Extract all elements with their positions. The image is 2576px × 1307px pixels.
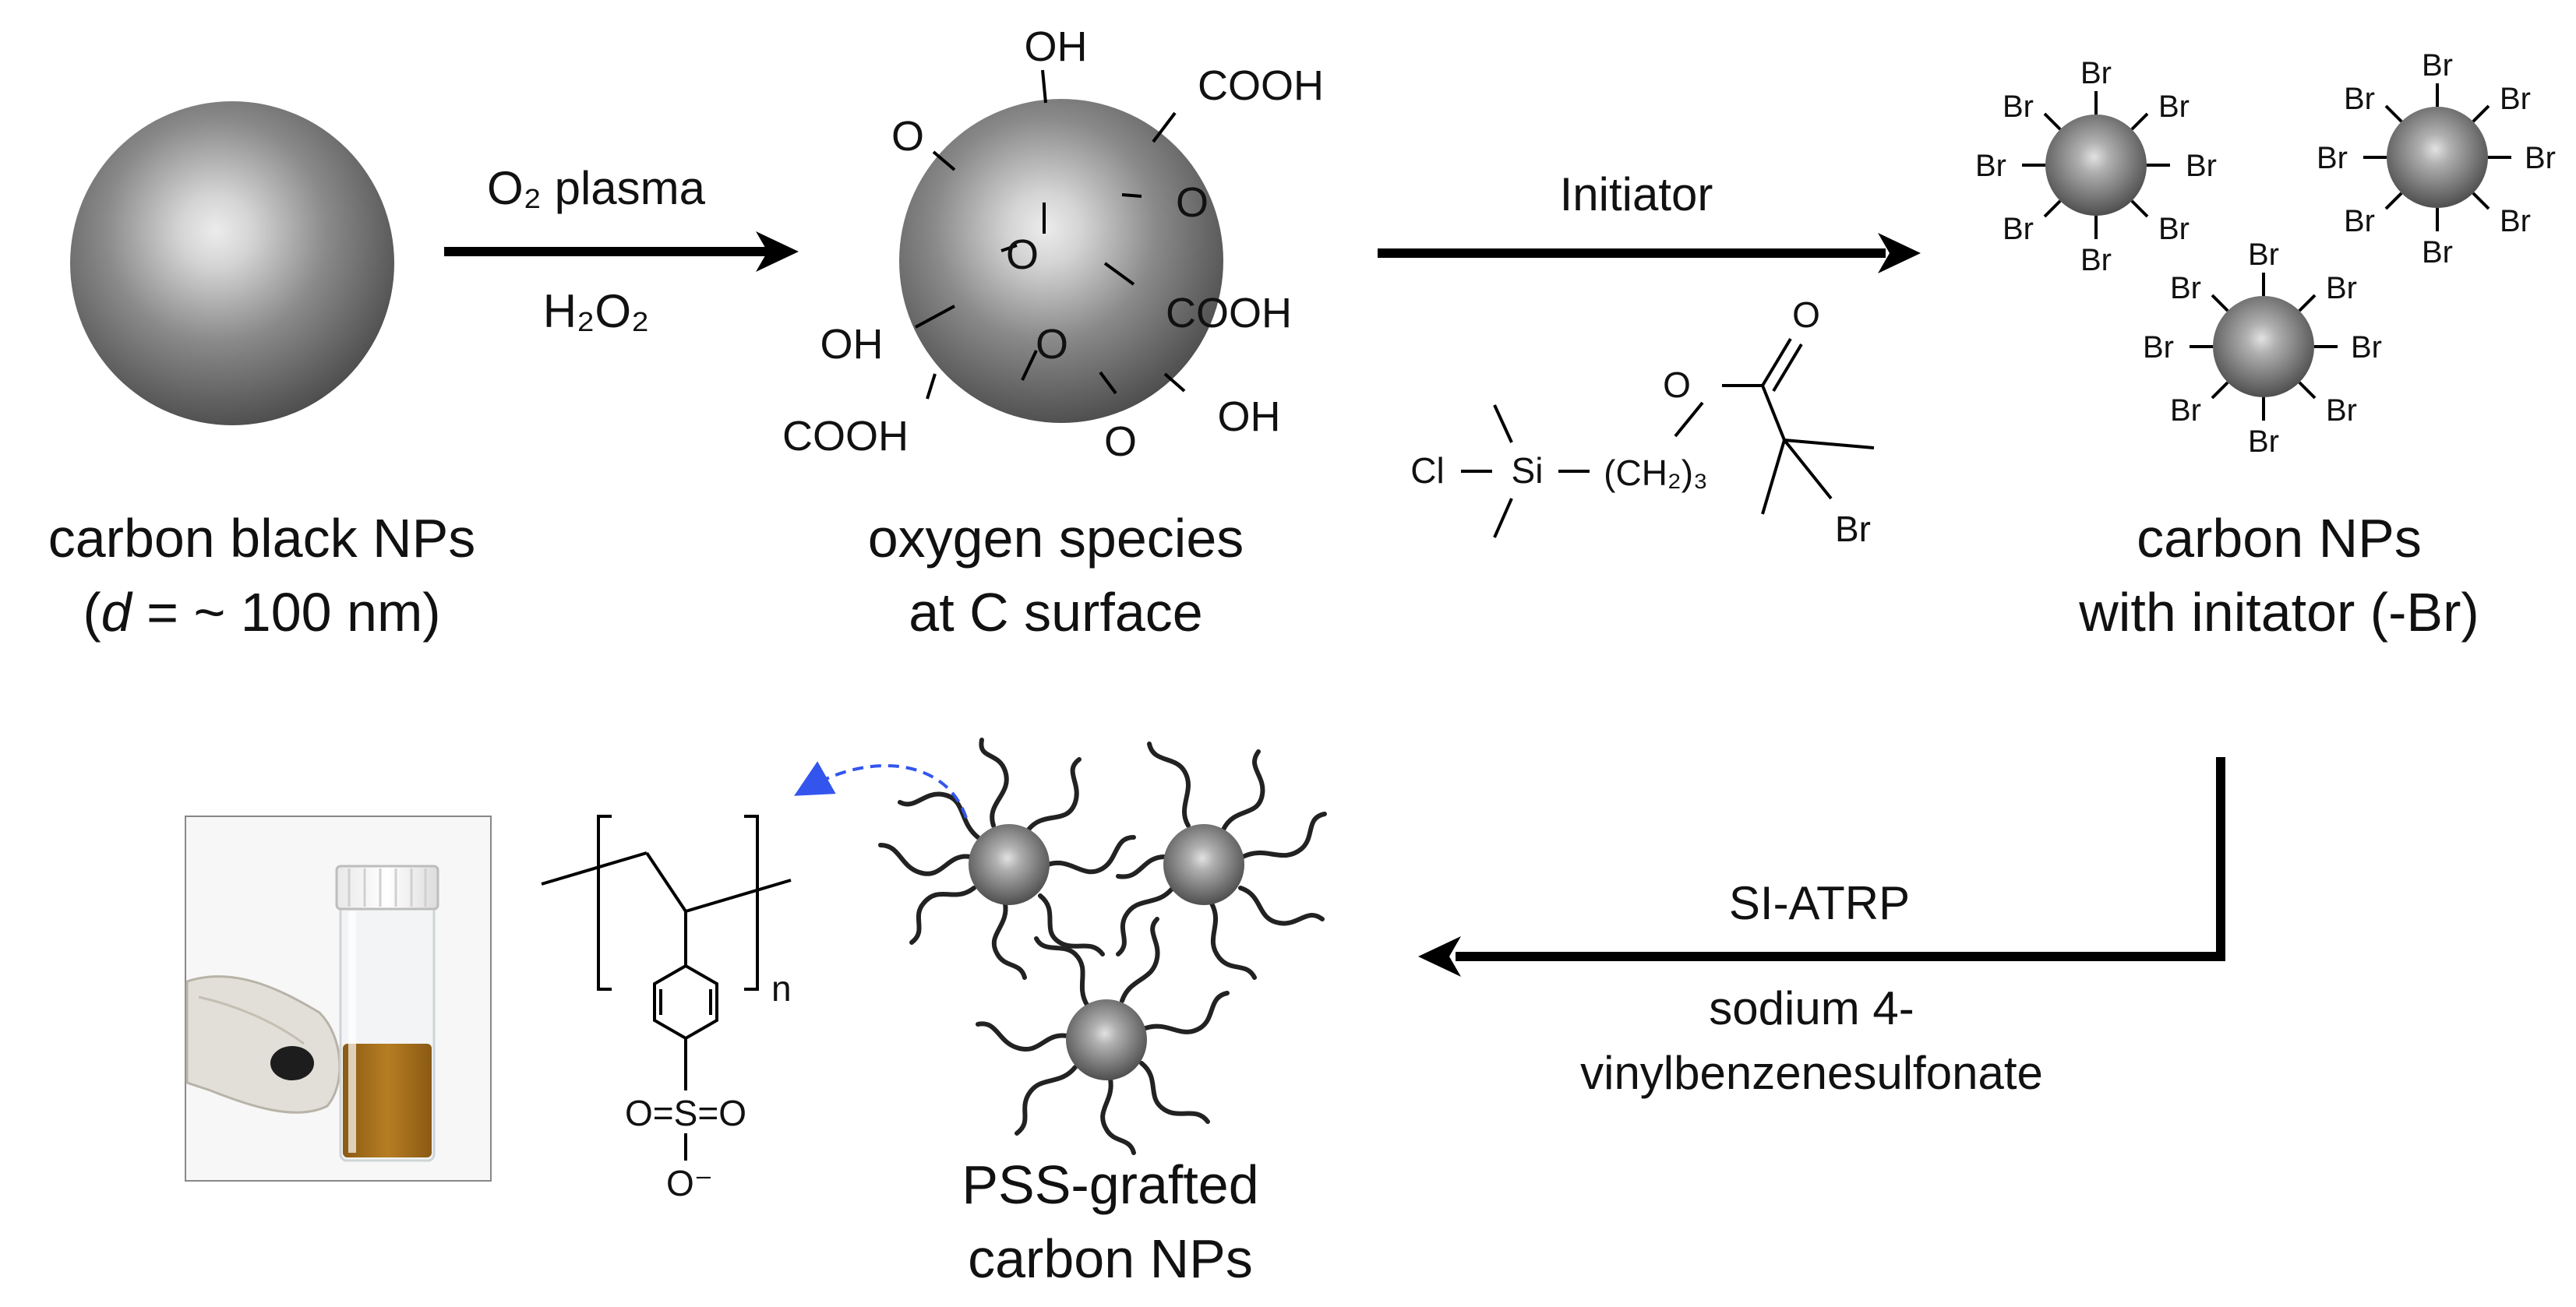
pss-particle bbox=[1163, 824, 1244, 905]
step1-caption-line2: (d = ~ 100 nm) bbox=[83, 582, 440, 643]
pss-particle bbox=[969, 824, 1050, 905]
group-o: O bbox=[1036, 321, 1068, 368]
step3-caption-line1: carbon NPs bbox=[2137, 508, 2422, 569]
br-label: Br bbox=[2170, 393, 2201, 428]
group-o: O bbox=[1006, 231, 1039, 278]
surface-bonds bbox=[915, 69, 1186, 400]
arrow3-bottom-line1: sodium 4- bbox=[1709, 982, 1914, 1034]
br-label: Br bbox=[2003, 90, 2034, 124]
group-cooh: COOH bbox=[1166, 290, 1292, 336]
step1-group: carbon black NPs (d = ~ 100 nm) bbox=[48, 101, 476, 643]
br-label: Br bbox=[2344, 82, 2375, 116]
arrow1-top-label: O₂ plasma bbox=[487, 162, 706, 214]
br-label: Br bbox=[2248, 425, 2279, 459]
group-cooh: COOH bbox=[782, 413, 909, 460]
arrow3-bottom-line2: vinylbenzenesulfonate bbox=[1580, 1047, 2043, 1099]
br-label: Br bbox=[2326, 271, 2357, 305]
group-oh: OH bbox=[1218, 393, 1281, 440]
pss-particle bbox=[1066, 999, 1147, 1080]
br-label: Br bbox=[2186, 149, 2217, 183]
initiator-structure: Cl Si (CH₂)₃ O O Br bbox=[1410, 294, 1875, 549]
step2-caption-line1: oxygen species bbox=[868, 508, 1244, 569]
br-label: Br bbox=[2170, 271, 2201, 305]
br-label: Br bbox=[2326, 393, 2357, 428]
arrow1-group: O₂ plasma H₂O₂ bbox=[444, 162, 799, 337]
br-label: Br bbox=[2351, 330, 2382, 365]
initiator-si: Si bbox=[1512, 450, 1544, 491]
br-label: Br bbox=[2080, 56, 2112, 90]
initiator-ester-o: O bbox=[1663, 365, 1691, 405]
br-label: Br bbox=[2248, 238, 2279, 272]
arrow2-group: Initiator Cl Si (CH₂)₃ O O Br bbox=[1378, 168, 1921, 549]
br-label: Br bbox=[1975, 149, 2006, 183]
curved-arrow bbox=[794, 761, 968, 819]
step1-caption-line1: carbon black NPs bbox=[48, 508, 476, 569]
step3-group: Br Br Br Br Br Br Br Br Br Br Br bbox=[1975, 48, 2556, 643]
step4-caption-line1: PSS-grafted bbox=[962, 1154, 1258, 1215]
pss-n: n bbox=[771, 968, 792, 1009]
arrow2-head bbox=[1878, 233, 1921, 273]
initiator-carbonyl-o: O bbox=[1792, 294, 1820, 335]
oxidized-carbon-particle bbox=[899, 99, 1223, 423]
group-cooh: COOH bbox=[1198, 62, 1324, 109]
arrow1-bottom-label: H₂O₂ bbox=[543, 285, 650, 337]
group-o: O bbox=[1104, 418, 1137, 465]
group-o: O bbox=[891, 113, 924, 160]
br-label: Br bbox=[2080, 243, 2112, 277]
arrow3-group: SI-ATRP sodium 4- vinylbenzenesulfonate bbox=[1418, 757, 2225, 1099]
br-label: Br bbox=[2500, 204, 2531, 238]
br-particle: Br Br Br Br Br Br Br Br bbox=[2317, 48, 2556, 270]
vial-photo bbox=[185, 816, 492, 1182]
step4-group: PSS-grafted carbon NPs bbox=[794, 738, 1327, 1289]
arrow3-line bbox=[1456, 757, 2225, 961]
br-label: Br bbox=[2158, 90, 2190, 124]
arrow3-top-label: SI-ATRP bbox=[1729, 877, 1910, 929]
br-label: Br bbox=[2143, 330, 2174, 365]
step3-caption-line2: with initator (-Br) bbox=[2078, 582, 2479, 643]
arrow2-label: Initiator bbox=[1560, 168, 1713, 220]
br-label: Br bbox=[2422, 235, 2453, 270]
step2-group: OH COOH O O O COOH OH O OH COOH O oxygen… bbox=[782, 23, 1324, 643]
br-label: Br bbox=[2344, 204, 2375, 238]
carbon-black-particle bbox=[70, 101, 394, 425]
br-label: Br bbox=[2003, 212, 2034, 246]
group-oh: OH bbox=[820, 321, 884, 368]
step2-caption-line2: at C surface bbox=[909, 582, 1202, 643]
group-o: O bbox=[1176, 179, 1209, 226]
arrow1-head bbox=[756, 231, 799, 272]
initiator-br: Br bbox=[1835, 509, 1871, 549]
br-label: Br bbox=[2317, 141, 2348, 175]
br-label: Br bbox=[2422, 48, 2453, 83]
group-oh: OH bbox=[1025, 23, 1088, 70]
br-particle: Br Br Br Br Br Br Br Br bbox=[1975, 56, 2217, 277]
pss-sulfonate: O=S=O bbox=[625, 1093, 746, 1133]
pss-structure: n O=S=O O⁻ bbox=[541, 815, 792, 1203]
br-particle: Br Br Br Br Br Br Br Br bbox=[2143, 238, 2382, 459]
pss-anion: O⁻ bbox=[666, 1163, 713, 1203]
br-label: Br bbox=[2500, 82, 2531, 116]
initiator-cl: Cl bbox=[1410, 450, 1444, 491]
initiator-chain: (CH₂)₃ bbox=[1604, 453, 1708, 493]
polymer-brushes bbox=[878, 738, 1327, 1155]
step4-caption-line2: carbon NPs bbox=[968, 1228, 1253, 1289]
arrow3-head bbox=[1418, 936, 1461, 977]
br-label: Br bbox=[2525, 141, 2556, 175]
br-label: Br bbox=[2158, 212, 2190, 246]
